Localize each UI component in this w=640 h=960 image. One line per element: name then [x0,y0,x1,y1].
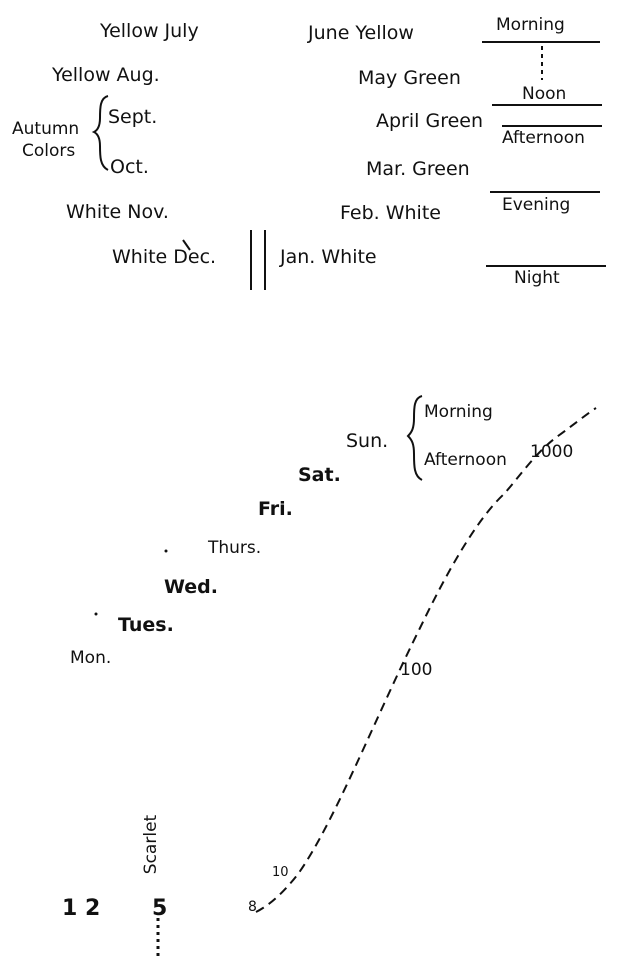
label-100: 100 [400,660,433,680]
label-yellow-aug: Yellow Aug. [52,64,160,86]
year-divider-right [264,230,266,290]
dot-tues [94,612,98,616]
sunday-brace [406,395,423,481]
label-white-nov: White Nov. [66,201,169,223]
label-sept: Sept. [108,106,158,128]
label-8: 8 [248,899,257,915]
label-five: 5 [152,896,168,921]
label-feb-white: Feb. White [340,202,441,224]
label-autumn: Autumn [12,119,80,139]
number-curve [255,407,597,913]
label-10: 10 [272,865,289,880]
label-june-yellow: June Yellow [308,22,414,44]
label-yellow-july: Yellow July [100,20,199,42]
label-sat: Sat. [298,464,341,486]
label-sun: Sun. [346,430,389,452]
label-evening: Evening [502,195,571,215]
label-morning: Morning [496,15,565,35]
year-divider-left [250,230,252,290]
label-1000: 1000 [530,442,574,462]
dec-tick [182,239,191,251]
line-noon-2 [502,125,602,127]
label-night: Night [514,268,560,288]
label-sun-morning: Morning [424,402,493,422]
dot-thurs [164,549,168,553]
label-thurs: Thurs. [208,538,262,558]
line-evening [490,191,600,193]
label-tues: Tues. [118,614,174,636]
label-april-green: April Green [376,110,484,132]
line-noon [492,104,602,106]
label-sun-afternoon: Afternoon [424,450,507,470]
line-night [486,265,606,267]
label-wed: Wed. [164,576,218,598]
label-mon: Mon. [70,648,112,668]
label-mar-green: Mar. Green [366,158,470,180]
label-one-two: 1 2 [62,896,101,921]
autumn-brace [91,95,109,171]
line-morning [482,41,600,43]
label-may-green: May Green [358,67,461,89]
label-white-dec: White Dec. [112,246,217,268]
label-colors: Colors [22,141,76,161]
label-oct: Oct. [110,156,149,178]
label-noon: Noon [522,84,567,104]
label-fri: Fri. [258,498,293,520]
label-jan-white: Jan. White [280,246,377,268]
label-afternoon: Afternoon [502,128,585,148]
